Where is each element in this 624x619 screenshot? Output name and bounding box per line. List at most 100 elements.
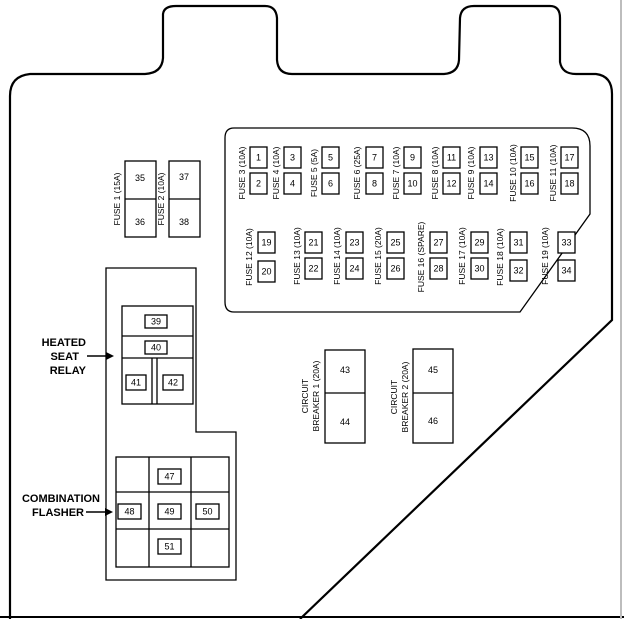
fuse-19-cavity-33 bbox=[557, 231, 576, 254]
combination-flasher-block: 47 48 49 50 51 bbox=[115, 456, 230, 568]
fuse-19-cavity-34 bbox=[557, 259, 576, 282]
fuse-17: 29 30 FUSE 17 (10A) bbox=[457, 227, 489, 285]
circuit-breaker-1-label-line-2: BREAKER 1 (20A) bbox=[311, 360, 321, 431]
heated-seat-relay-label-line-3: RELAY bbox=[50, 365, 87, 377]
cavity-16: 16 bbox=[524, 179, 534, 189]
combination-flasher-label-line-2: FLASHER bbox=[32, 507, 84, 519]
fuse-10: 15 16 FUSE 10 (10A) bbox=[508, 144, 539, 202]
fuse-13-label: FUSE 13 (10A) bbox=[292, 227, 302, 285]
fuse-19: 33 34 FUSE 19 (10A) bbox=[540, 227, 576, 285]
cavity-17: 17 bbox=[564, 153, 574, 163]
fuse-6-label: FUSE 6 (25A) bbox=[352, 146, 362, 199]
cavity-46: 46 bbox=[428, 416, 438, 426]
cavity-10: 10 bbox=[407, 179, 417, 189]
cavity-42: 42 bbox=[168, 378, 178, 388]
flasher-cavity-49-box bbox=[157, 503, 182, 520]
fuse-9-cavity-13 bbox=[479, 146, 498, 169]
fuse-7-label: FUSE 7 (10A) bbox=[391, 146, 401, 199]
fuse-box-housing-outline bbox=[8, 4, 614, 619]
cavity-45: 45 bbox=[428, 365, 438, 375]
fuse-8-cavity-11 bbox=[442, 146, 461, 169]
fuse-5: 5 6 FUSE 5 (5A) bbox=[309, 146, 340, 197]
cavity-24: 24 bbox=[349, 264, 359, 274]
fuse-8: 11 12 FUSE 8 (10A) bbox=[430, 146, 461, 199]
circuit-breaker-1-housing bbox=[324, 349, 366, 444]
fuse-11-label: FUSE 11 (10A) bbox=[548, 144, 558, 201]
fuse-12-label: FUSE 12 (10A) bbox=[244, 228, 254, 286]
cavity-23: 23 bbox=[349, 238, 359, 248]
fuse-11-cavity-17 bbox=[560, 146, 579, 169]
flasher-cavity-48-box bbox=[117, 503, 142, 520]
fuse-15-label: FUSE 15 (20A) bbox=[373, 227, 383, 285]
heated-seat-relay-label-line-1: HEATED bbox=[42, 337, 86, 349]
fuse-18-label: FUSE 18 (10A) bbox=[495, 228, 505, 286]
cavity-47: 47 bbox=[164, 472, 174, 482]
cavity-8: 8 bbox=[372, 179, 377, 189]
cavity-27: 27 bbox=[433, 238, 443, 248]
fuse-4-label: FUSE 4 (10A) bbox=[271, 146, 281, 199]
fuse-9-label: FUSE 9 (10A) bbox=[466, 146, 476, 199]
cavity-43: 43 bbox=[340, 365, 350, 375]
fuse-7-cavity-10 bbox=[403, 172, 422, 195]
fuse-9: 13 14 FUSE 9 (10A) bbox=[466, 146, 498, 199]
fuse-13-cavity-22 bbox=[304, 257, 323, 280]
relay-cavity-41-box bbox=[125, 374, 147, 391]
fuse-6-cavity-7 bbox=[365, 146, 384, 169]
fuse-18-cavity-31 bbox=[509, 231, 528, 254]
cavity-32: 32 bbox=[513, 266, 523, 276]
fuse-18: 31 32 FUSE 18 (10A) bbox=[495, 228, 528, 286]
cavity-20: 20 bbox=[261, 267, 271, 277]
fuse-16-label: FUSE 16 (SPARE) bbox=[416, 221, 426, 292]
fuse-12-cavity-19 bbox=[257, 231, 276, 254]
flasher-cavity-51-box bbox=[157, 538, 182, 555]
flasher-cavity-50-box bbox=[195, 503, 220, 520]
cavity-1: 1 bbox=[256, 153, 261, 163]
cavity-34: 34 bbox=[561, 266, 571, 276]
fuse-10-cavity-16 bbox=[520, 172, 539, 195]
fuse-10-cavity-15 bbox=[520, 146, 539, 169]
cavity-14: 14 bbox=[483, 179, 493, 189]
fuse-13-cavity-21 bbox=[304, 231, 323, 254]
fuse-5-label: FUSE 5 (5A) bbox=[309, 149, 319, 197]
relay-cavity-42-box bbox=[162, 374, 184, 391]
cavity-15: 15 bbox=[524, 153, 534, 163]
circuit-breaker-1: 43 44 CIRCUIT BREAKER 1 (20A) bbox=[300, 349, 366, 444]
fuse-16-cavity-27 bbox=[429, 231, 448, 254]
cavity-35: 35 bbox=[135, 173, 145, 183]
fuse-6: 7 8 FUSE 6 (25A) bbox=[352, 146, 384, 199]
cavity-11: 11 bbox=[447, 153, 456, 163]
fuse-12: 19 20 FUSE 12 (10A) bbox=[244, 228, 276, 286]
circuit-breaker-1-label-line-1: CIRCUIT bbox=[300, 379, 310, 413]
fuse-17-cavity-30 bbox=[470, 257, 489, 280]
fuse-5-cavity-6 bbox=[321, 172, 340, 195]
heated-seat-relay-arrow bbox=[87, 352, 114, 360]
cavity-26: 26 bbox=[390, 264, 400, 274]
fuse-3-cavity-1 bbox=[249, 146, 268, 169]
fuse-4-cavity-3 bbox=[283, 146, 302, 169]
circuit-breaker-2: 45 46 CIRCUIT BREAKER 2 (20A) bbox=[389, 348, 454, 444]
fuse-8-label: FUSE 8 (10A) bbox=[430, 146, 440, 199]
fuse-15-cavity-25 bbox=[386, 231, 405, 254]
cavity-39: 39 bbox=[151, 317, 161, 327]
fuse-9-cavity-14 bbox=[479, 172, 498, 195]
cavity-9: 9 bbox=[410, 153, 415, 163]
fuse-14-cavity-24 bbox=[345, 257, 364, 280]
fuse-14-cavity-23 bbox=[345, 231, 364, 254]
combination-flasher-arrow bbox=[86, 508, 113, 516]
heated-seat-relay-block: 39 40 41 42 bbox=[121, 305, 194, 405]
cavity-21: 21 bbox=[308, 238, 318, 248]
cavity-37: 37 bbox=[179, 172, 189, 182]
cavity-19: 19 bbox=[261, 238, 271, 248]
cavity-25: 25 bbox=[390, 238, 400, 248]
cavity-30: 30 bbox=[474, 264, 484, 274]
cavity-4: 4 bbox=[290, 179, 295, 189]
cavity-2: 2 bbox=[256, 179, 261, 189]
fuse-4-cavity-4 bbox=[283, 172, 302, 195]
cavity-7: 7 bbox=[372, 153, 377, 163]
cavity-38: 38 bbox=[179, 217, 189, 227]
cavity-12: 12 bbox=[446, 179, 456, 189]
cavity-3: 3 bbox=[290, 153, 295, 163]
cavity-13: 13 bbox=[483, 153, 493, 163]
cavity-33: 33 bbox=[561, 238, 571, 248]
